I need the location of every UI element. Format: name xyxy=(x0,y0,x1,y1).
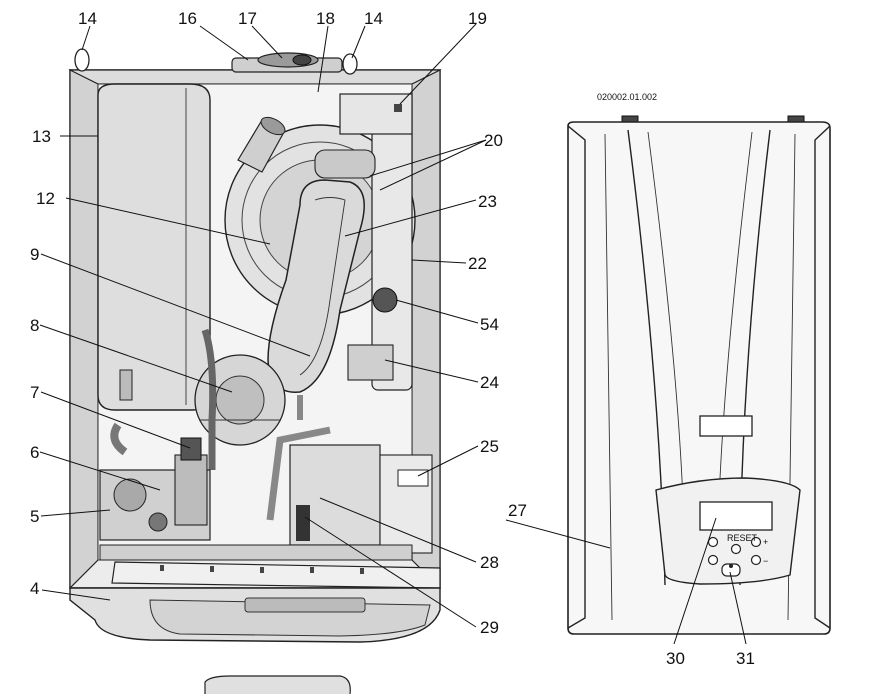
detached-cover-part xyxy=(204,675,351,694)
display xyxy=(699,501,773,531)
callout-13: 13 xyxy=(32,127,51,146)
figure-reference-code: 020002.01.002 xyxy=(597,92,657,102)
button-minus[interactable] xyxy=(750,554,762,566)
leader-lines xyxy=(39,23,747,645)
callout-20: 20 xyxy=(484,131,503,150)
callout-54: 54 xyxy=(480,315,499,334)
callout-29: 29 xyxy=(480,618,499,637)
button-left-bottom[interactable] xyxy=(707,554,719,566)
callout-30: 30 xyxy=(666,649,685,668)
callout-9: 9 xyxy=(30,245,39,264)
callout-16: 16 xyxy=(178,9,197,28)
sensor-54 xyxy=(372,287,398,313)
callout-8: 8 xyxy=(30,316,39,335)
pump xyxy=(174,454,208,526)
callout-5: 5 xyxy=(30,507,39,526)
gas-valve xyxy=(296,505,310,541)
expansion-vessel xyxy=(97,83,211,411)
plus-symbol: + xyxy=(763,537,768,547)
callout-14-left: 14 xyxy=(78,9,97,28)
closed-boiler-illustration: RESET + − xyxy=(567,115,831,635)
minus-symbol: − xyxy=(763,556,768,566)
callout-12: 12 xyxy=(36,189,55,208)
callout-labels: 14 16 17 18 14 19 13 20 12 23 9 22 54 8 … xyxy=(30,9,755,668)
front-slot xyxy=(699,415,753,437)
callout-18: 18 xyxy=(316,9,335,28)
callout-7: 7 xyxy=(30,383,39,402)
callout-25: 25 xyxy=(480,437,499,456)
callout-24: 24 xyxy=(480,373,499,392)
open-boiler-illustration xyxy=(68,48,442,694)
hanging-hook-right xyxy=(342,53,358,75)
callout-17: 17 xyxy=(238,9,257,28)
gas-valve-unit xyxy=(347,344,394,381)
callout-28: 28 xyxy=(480,553,499,572)
hanging-hook-left xyxy=(74,48,90,72)
reset-label: RESET xyxy=(727,533,758,543)
callout-27: 27 xyxy=(508,501,527,520)
fan-bracket xyxy=(339,93,413,135)
callout-31: 31 xyxy=(736,649,755,668)
button-reset[interactable] xyxy=(730,543,742,555)
button-left-top[interactable] xyxy=(707,536,719,548)
button-plus[interactable] xyxy=(750,536,762,548)
callout-22: 22 xyxy=(468,254,487,273)
callout-19: 19 xyxy=(468,9,487,28)
callout-14-right: 14 xyxy=(364,9,383,28)
callout-6: 6 xyxy=(30,443,39,462)
callout-23: 23 xyxy=(478,192,497,211)
callout-4: 4 xyxy=(30,579,39,598)
